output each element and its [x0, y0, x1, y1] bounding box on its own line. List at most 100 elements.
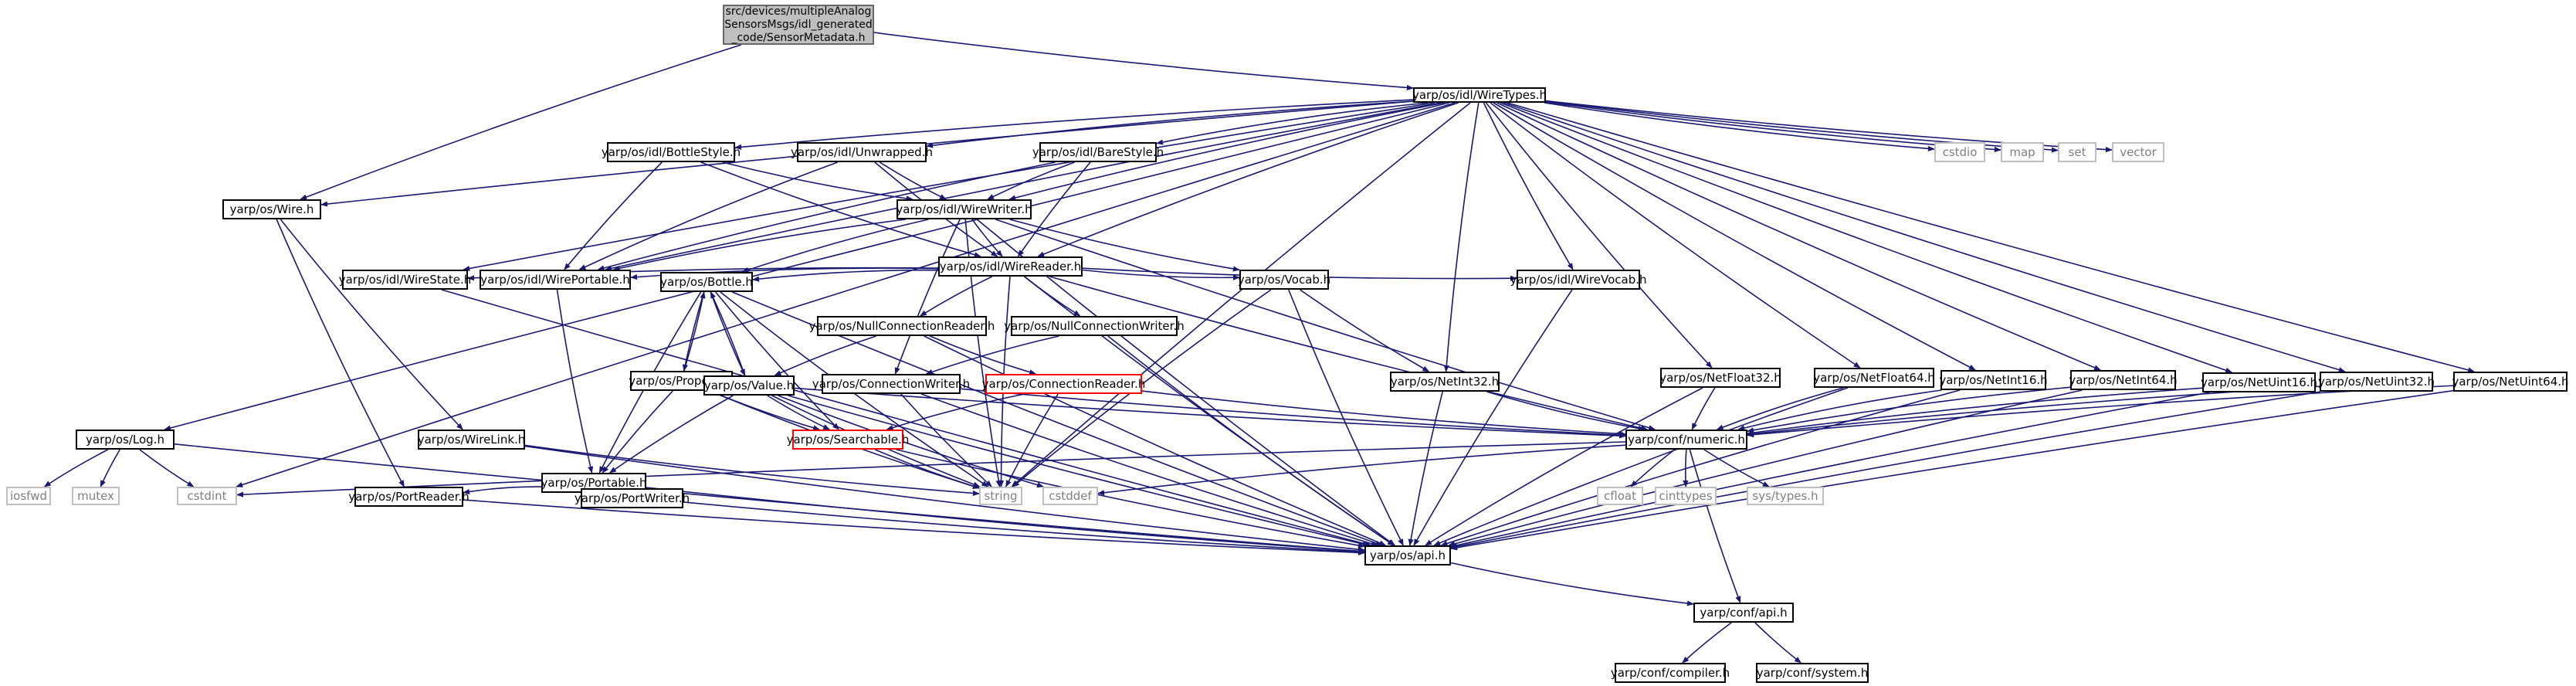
node-compiler[interactable]: yarp/conf/compiler.h	[1611, 663, 1730, 683]
node-wire[interactable]: yarp/os/Wire.h	[222, 199, 321, 219]
edge-wiretypes-to-unwrapped	[926, 100, 1414, 148]
edge-value-to-searchable	[767, 395, 831, 430]
edge-wiretypes-to-netint32	[1443, 102, 1480, 372]
edge-netint32-to-api	[1408, 391, 1443, 546]
node-wirevocab[interactable]: yarp/os/idl/WireVocab.h	[1510, 270, 1647, 290]
edge-confapi-to-system	[1754, 622, 1802, 664]
node-wirestate[interactable]: yarp/os/idl/WireState.h	[339, 270, 471, 290]
node-netfloat64[interactable]: yarp/os/NetFloat64.h	[1813, 368, 1935, 388]
root-node-label-line: _code/SensorMetadata.h	[731, 31, 866, 44]
edge-barestyle-to-wireportable	[597, 161, 1056, 271]
node-iosfwd: iosfwd	[6, 487, 51, 505]
node-wirereader[interactable]: yarp/os/idl/WireReader.h	[938, 256, 1083, 277]
node-wiretypes[interactable]: yarp/os/idl/WireTypes.h	[1412, 87, 1547, 103]
edge-api-to-confapi	[1450, 562, 1694, 606]
edge-netuint64-to-numeric	[1747, 385, 2454, 438]
edge-log-to-api	[174, 443, 1365, 554]
edge-value-to-api	[788, 395, 1370, 547]
edge-portreader-to-api	[463, 499, 1365, 555]
node-cstddef: cstddef	[1042, 487, 1098, 505]
edge-wiretypes-to-wirewriter	[1008, 102, 1446, 201]
edge-wiretypes-to-wirevocab	[1483, 102, 1574, 270]
edge-property-to-bottle	[683, 291, 706, 372]
edge-wirereader-to-nullconnreader	[919, 276, 993, 317]
edge-wirereader-to-vocab	[1082, 269, 1240, 280]
edge-wiretypes-to-netuint32	[1503, 102, 2346, 373]
edge-searchable-to-string	[874, 449, 980, 489]
node-wirewriter[interactable]: yarp/os/idl/WireWriter.h	[896, 199, 1032, 219]
edge-wireportable-to-portable	[556, 289, 594, 474]
node-mutex: mutex	[72, 487, 120, 505]
edge-searchable-to-api	[896, 449, 1365, 548]
edge-confapi-to-compiler	[1682, 622, 1732, 664]
node-connwriter[interactable]: yarp/os/ConnectionWriter.h	[812, 374, 970, 394]
edge-numeric-to-cstddef	[1097, 444, 1626, 496]
edge-wiretypes-to-netuint64	[1507, 102, 2476, 373]
edge-wirewriter-to-vocab	[1009, 219, 1240, 272]
edge-netuint64-to-api	[1450, 389, 2454, 551]
node-netint32[interactable]: yarp/os/NetInt32.h	[1390, 372, 1500, 392]
edge-nullconnreader-to-connreader	[929, 335, 1037, 375]
node-portreader[interactable]: yarp/os/PortReader.h	[348, 487, 469, 507]
edge-wiretypes-to-wirestate	[463, 102, 1435, 272]
node-searchable[interactable]: yarp/os/Searchable.h	[787, 430, 909, 450]
node-wirelink[interactable]: yarp/os/WireLink.h	[418, 430, 525, 450]
edge-wirestate-to-api	[441, 289, 1372, 547]
edge-numeric-to-systypes	[1703, 449, 1770, 487]
node-netuint64[interactable]: yarp/os/NetUint64.h	[2452, 372, 2569, 392]
edge-netfloat64-to-numeric	[1716, 387, 1844, 430]
edge-root-to-wiretypes	[873, 32, 1414, 91]
node-portwriter[interactable]: yarp/os/PortWriter.h	[575, 488, 690, 508]
edge-value-to-portable	[608, 395, 734, 474]
node-cfloat: cfloat	[1597, 487, 1643, 505]
node-nullconnreader[interactable]: yarp/os/NullConnectionReader.h	[809, 316, 995, 336]
node-numeric[interactable]: yarp/conf/numeric.h	[1625, 430, 1747, 450]
edge-log-to-cstdint	[139, 449, 195, 487]
edge-netint16-to-api	[1440, 389, 1961, 546]
edge-value-to-cstddef	[778, 395, 1044, 488]
node-barestyle[interactable]: yarp/os/idl/BareStyle.h	[1032, 142, 1164, 162]
node-wireportable[interactable]: yarp/os/idl/WirePortable.h	[480, 270, 631, 290]
edge-connreader-to-numeric	[1141, 390, 1626, 437]
edge-bottle-to-property	[682, 291, 705, 372]
node-bottle[interactable]: yarp/os/Bottle.h	[660, 272, 753, 292]
node-value[interactable]: yarp/os/Value.h	[703, 375, 795, 396]
node-nullconnwriter[interactable]: yarp/os/NullConnectionWriter.h	[1004, 316, 1185, 336]
node-vocab[interactable]: yarp/os/Vocab.h	[1238, 270, 1330, 290]
node-cinttypes: cinttypes	[1655, 487, 1717, 505]
edge-wiretypes-to-wirereader	[1037, 102, 1459, 257]
edge-wiretypes-to-log	[164, 102, 1449, 431]
node-connreader[interactable]: yarp/os/ConnectionReader.h	[982, 374, 1145, 394]
node-string: string	[979, 487, 1022, 505]
node-bottlestyle[interactable]: yarp/os/idl/BottleStyle.h	[602, 142, 741, 162]
edge-vocab-to-api	[1288, 289, 1404, 546]
edge-bottle-to-value	[710, 291, 746, 376]
edge-nullconnreader-to-api	[924, 335, 1387, 546]
node-netint16[interactable]: yarp/os/NetInt16.h	[1939, 370, 2048, 390]
edge-wiretypes-to-netuint16	[1500, 102, 2233, 373]
edge-wiretypes-to-set	[1545, 100, 2059, 153]
node-log[interactable]: yarp/os/Log.h	[76, 430, 175, 450]
node-unwrapped[interactable]: yarp/os/idl/Unwrapped.h	[791, 142, 933, 162]
node-vector: vector	[2112, 142, 2164, 162]
edge-value-to-numeric	[794, 387, 1626, 439]
edge-log-to-mutex	[100, 449, 120, 487]
edge-barestyle-to-wirereader	[1017, 161, 1091, 257]
node-cstdint: cstdint	[177, 487, 237, 505]
edge-property-to-portable	[602, 390, 673, 474]
edge-netfloat32-to-api	[1425, 387, 1703, 546]
node-api[interactable]: yarp/os/api.h	[1364, 545, 1451, 565]
edge-netfloat64-to-api	[1433, 387, 1849, 546]
node-netfloat32[interactable]: yarp/os/NetFloat32.h	[1659, 368, 1781, 388]
node-map: map	[2001, 142, 2044, 162]
edge-wiretypes-to-bottlestyle	[734, 99, 1414, 150]
node-netuint32[interactable]: yarp/os/NetUint32.h	[2318, 372, 2435, 392]
node-netint64[interactable]: yarp/os/NetInt64.h	[2069, 370, 2178, 390]
edge-layer	[43, 32, 2476, 664]
edge-wiretypes-to-netfloat32	[1485, 102, 1713, 368]
node-system[interactable]: yarp/conf/system.h	[1756, 663, 1869, 683]
node-netuint16[interactable]: yarp/os/NetUint16.h	[2201, 372, 2317, 392]
edge-log-to-iosfwd	[43, 449, 109, 487]
node-confapi[interactable]: yarp/conf/api.h	[1693, 603, 1794, 623]
